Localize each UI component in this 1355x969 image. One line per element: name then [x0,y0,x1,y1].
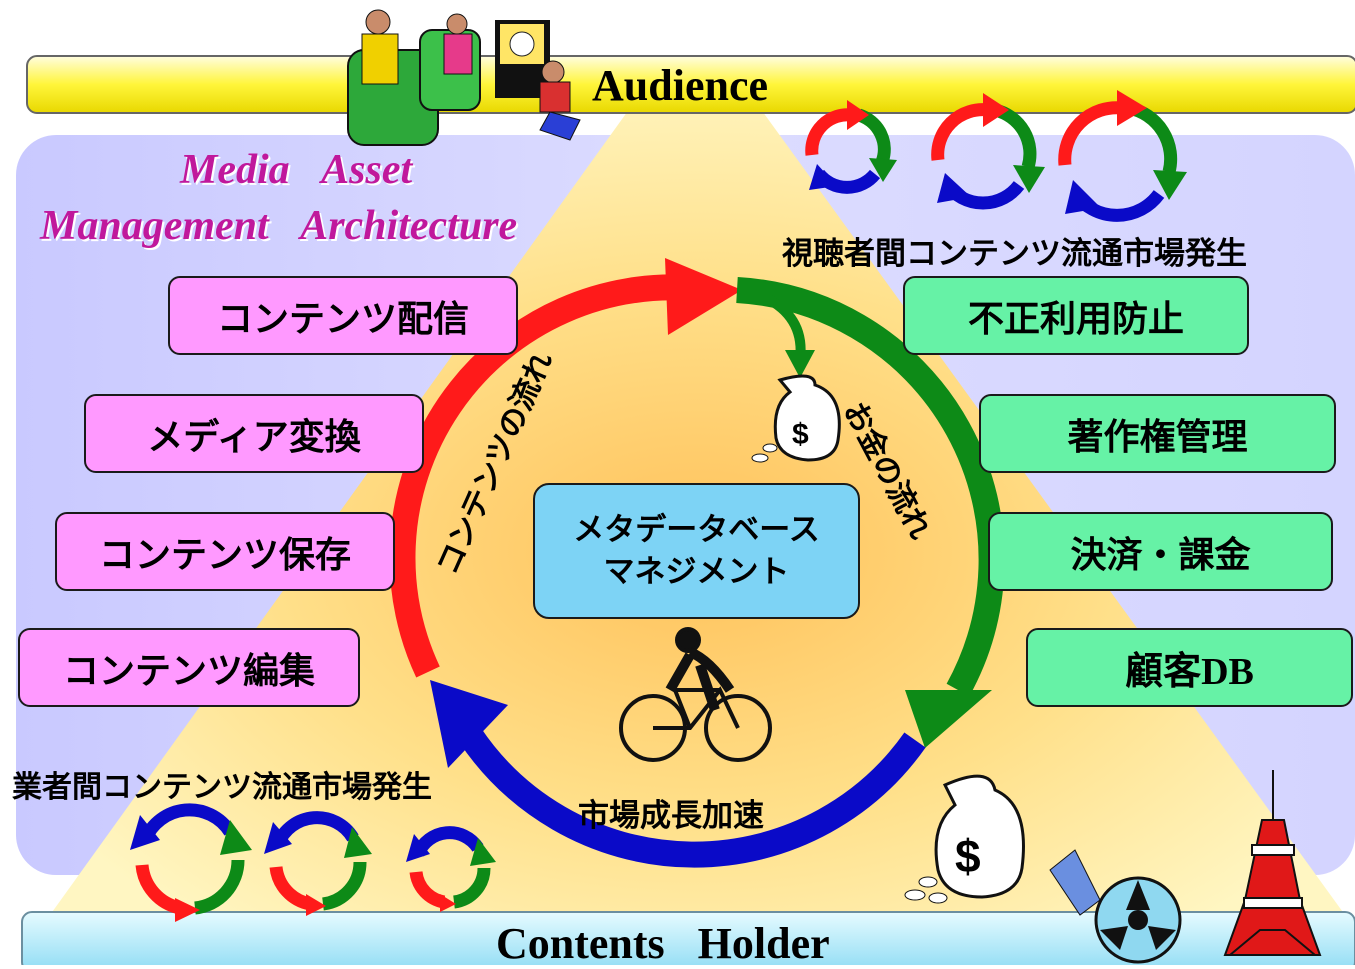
market-growth-label: 市場成長加速 [578,798,764,834]
market-growth-arrow [459,727,926,868]
function-box-content-storage: コンテンツ保存 [55,512,395,591]
content-flow-arrowhead [665,258,742,335]
function-box-fraud-prevention: 不正利用防止 [903,276,1249,355]
svg-text:$: $ [955,830,981,882]
family-tv-icon [347,9,581,146]
viewer-market-label: 視聴者間コンテンツ流通市場発生 [782,236,1247,272]
audience-label: Audience [592,61,768,110]
holder-label: Contents Holder [496,919,830,968]
market-growth-arrowhead [430,680,508,768]
film-reel-icon [1049,849,1182,964]
function-box-content-editing: コンテンツ編集 [18,628,360,707]
title-line-2: Management Architecture [40,203,518,249]
cycle-arrows-icon [130,803,496,922]
cycle-arrows-icon [805,90,1187,222]
content-flow-arrow [389,274,691,678]
metadata-management-box: メタデータベース マネジメント [533,483,860,619]
money-bag-icon: $ [904,774,1025,904]
main-cycle [389,258,1005,868]
tokyo-tower-icon [1223,770,1322,956]
money-flow-arrowhead [905,690,992,748]
cyclist-icon [619,627,772,762]
center-line-1: メタデータベース [573,512,820,548]
center-line-2: マネジメント [603,554,790,590]
money-flow-arrow [736,277,1005,697]
function-box-media-conversion: メディア変換 [84,394,424,473]
money-bag-icon: $ [751,374,841,463]
title-line-1: Media Asset [180,147,413,193]
business-market-label: 業者間コンテンツ流通市場発生 [12,770,432,805]
svg-text:$: $ [792,418,809,451]
holder-bar [21,911,1355,965]
function-box-content-delivery: コンテンツ配信 [168,276,518,355]
function-box-copyright-management: 著作権管理 [979,394,1336,473]
function-box-payment-billing: 決済・課金 [988,512,1333,591]
function-box-customer-db: 顧客DB [1026,628,1353,707]
